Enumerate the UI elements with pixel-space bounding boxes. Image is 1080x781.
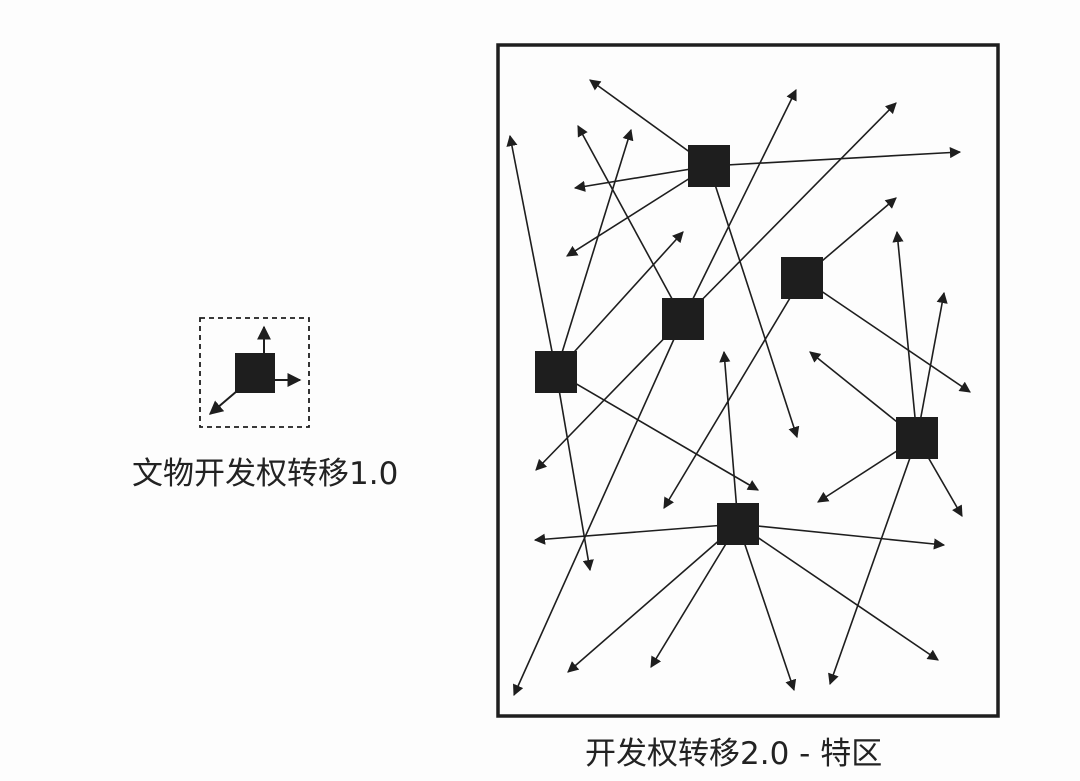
transfer-arrow-12	[801, 277, 971, 393]
transfer-arrow-28	[567, 523, 739, 673]
transfer-arrow-31	[737, 523, 939, 661]
caption-transfer-1-0: 文物开发权转移1.0	[132, 456, 399, 492]
transfer-arrow-9	[535, 318, 684, 471]
transfer-arrow-8	[682, 102, 897, 320]
special-zone-boundary	[496, 43, 1000, 718]
caption-transfer-2-0-special-zone: 开发权转移2.0 - 特区	[585, 736, 883, 772]
transfer-arrow-25	[719, 350, 739, 525]
transfer-arrow-15	[555, 128, 634, 373]
single-site-diagram	[199, 317, 310, 428]
transfer-arrow-16	[555, 231, 684, 373]
transfer-arrow-3	[566, 165, 710, 257]
single-heritage-block	[235, 353, 275, 393]
transfer-arrow-29	[650, 523, 739, 668]
heritage-blocks	[535, 145, 938, 545]
transfer-arrow-2	[573, 165, 710, 192]
heritage-block-1	[688, 145, 730, 187]
transfer-arrows	[506, 79, 971, 697]
heritage-block-2	[662, 298, 704, 340]
transfer-arrow-27	[737, 523, 946, 550]
transfer-arrow-13	[663, 277, 803, 509]
single-site-arrows	[208, 325, 302, 415]
transfer-arrow-5	[708, 165, 800, 439]
transfer-arrow-4	[708, 146, 962, 167]
transfer-arrow-18	[555, 371, 759, 491]
transfer-arrow-20	[916, 291, 948, 439]
transfer-arrow-10	[513, 318, 684, 697]
transfer-arrow-7	[682, 88, 797, 320]
transfer-arrow-14	[506, 134, 557, 373]
site-boundary-dashed	[199, 317, 310, 428]
special-zone-diagram	[496, 43, 1000, 718]
transfer-arrow-6	[577, 125, 684, 320]
transfer-arrow-17	[555, 371, 594, 572]
heritage-block-5	[896, 417, 938, 459]
transfer-arrow-26	[533, 523, 739, 545]
heritage-block-6	[717, 503, 759, 545]
arrow-down-left	[208, 390, 238, 415]
transfer-arrow-24	[828, 437, 918, 686]
heritage-block-4	[535, 351, 577, 393]
transfer-arrow-19	[892, 230, 918, 439]
heritage-block-3	[781, 257, 823, 299]
transfer-arrow-30	[737, 523, 797, 692]
